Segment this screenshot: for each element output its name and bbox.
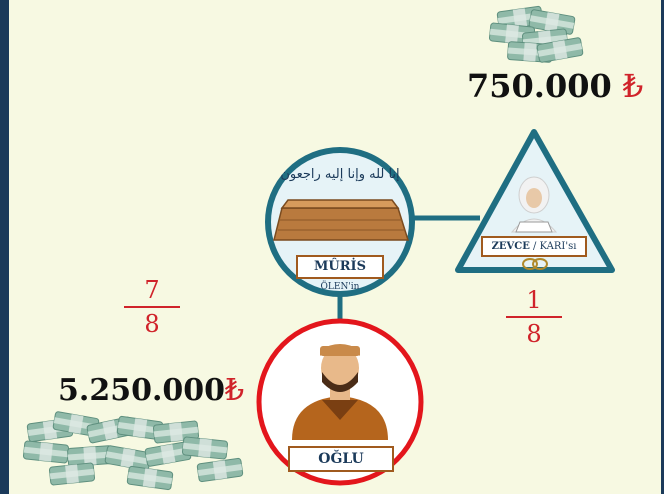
son-money-icon [22,410,244,491]
lira-icon: ₺ [622,67,644,105]
fraction-bar [506,316,562,318]
son-fraction: 7 8 [124,276,180,338]
deceased-label-text: MÛRİS [314,259,366,274]
wife-node [455,129,615,273]
coffin-icon [273,199,410,241]
wife-share-amount: 750.000 ₺ [467,67,643,105]
son-label: OĞLU [288,446,394,472]
son-fraction-numerator: 7 [144,276,160,304]
wife-amount-value: 750.000 [467,67,612,105]
wife-label: ZEVCE / KARI'sı [481,236,587,257]
deceased-label: MÛRİS [296,255,384,279]
wedding-rings-icon [522,258,548,270]
man-avatar-icon [292,344,388,440]
son-amount-value: 5.250.000 [58,373,226,408]
deceased-sublabel: ÖLEN'in [310,282,370,292]
wife-money-icon [488,5,584,64]
calligraphy-text: إنا لله وإنا إليه راجعون [280,167,399,182]
wife-fraction: 1 8 [506,286,562,348]
son-share-amount: 5.250.000₺ [58,373,244,408]
deceased-sublabel-text: ÖLEN'in [320,282,360,292]
lira-icon: ₺ [225,373,245,408]
fraction-bar [124,306,180,308]
wife-label-rest: / KARI'sı [529,241,577,252]
right-border [661,0,664,494]
wife-fraction-denominator: 8 [526,320,542,348]
son-fraction-denominator: 8 [144,310,160,338]
woman-reading-icon [510,176,558,233]
wife-label-bold: ZEVCE [491,241,530,252]
left-border [0,0,9,494]
son-node [256,318,424,486]
son-label-text: OĞLU [318,451,364,467]
wife-fraction-numerator: 1 [526,286,542,314]
